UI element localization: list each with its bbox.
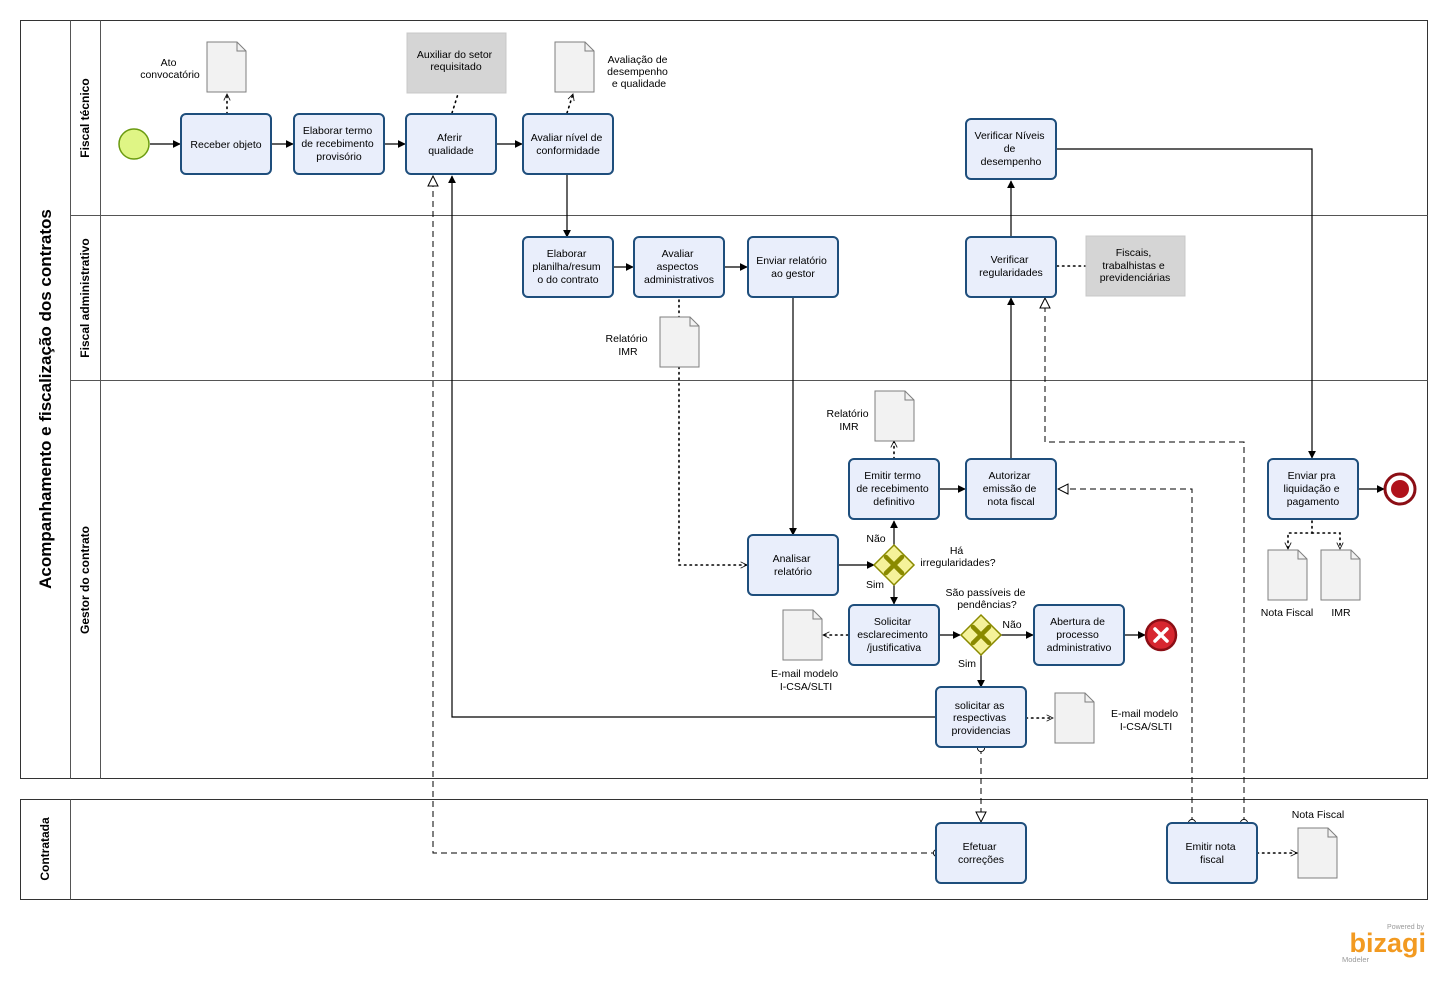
main-pool-title: Acompanhamento e fiscalização dos contra…	[36, 209, 55, 589]
svg-text:Verificar regularidades: Verificar regularidades	[979, 254, 1043, 279]
task-receber-objeto[interactable]: Receber objeto	[180, 113, 272, 175]
svg-text:Nota Fiscal: Nota Fiscal	[1292, 809, 1345, 821]
annotation-fiscais-trabalhistas: Fiscais, trabalhistas e previdenciárias	[1085, 235, 1186, 297]
flow-label-sim-2: Sim	[958, 658, 976, 670]
document-nota-fiscal-gestor[interactable]: Nota Fiscal	[1261, 549, 1314, 619]
gateway-pendencias[interactable]	[959, 613, 1003, 657]
task-avaliar-nivel-conformidade[interactable]: Avaliar nível de conformidade	[522, 113, 614, 175]
svg-text:bizagi: bizagi	[1349, 928, 1426, 958]
svg-text:Avaliar nível de conform: Avaliar nível de conformidade	[531, 132, 606, 157]
svg-text:solicitar as respectivas: solicitar as respectivas providencias	[952, 700, 1011, 737]
task-verificar-regularidades[interactable]: Verificar regularidades	[965, 236, 1057, 298]
svg-text:Efetuar correções: Efetuar correções	[958, 841, 1004, 866]
svg-text:Avaliar aspectos a: Avaliar aspectos administrativos	[644, 248, 714, 286]
svg-text:Analisar relatório: Analisar relatório	[773, 553, 814, 578]
svg-text:Elaborar termo de recebi: Elaborar termo de recebimento provisório	[301, 125, 376, 163]
task-elaborar-planilha[interactable]: Elaborar planilha/resum o do contrato	[522, 236, 614, 298]
document-imr-gestor[interactable]: IMR	[1320, 549, 1361, 619]
svg-text:Solicitar esclarecimento: Solicitar esclarecimento /justificativa	[857, 616, 931, 654]
associations	[227, 94, 1340, 853]
lane-title-fiscal-tecnico: Fiscal técnico	[78, 78, 92, 157]
svg-text:Nota Fiscal: Nota Fiscal	[1261, 607, 1314, 619]
task-emitir-termo-definitivo[interactable]: Emitir termo de recebimento definitivo	[848, 458, 940, 520]
task-efetuar-correcoes[interactable]: Efetuar correções	[935, 822, 1027, 884]
flow-label-nao-2: Não	[1002, 619, 1021, 631]
svg-text:Emitir nota fiscal: Emitir nota fiscal	[1185, 841, 1238, 866]
task-elaborar-termo-provisorio[interactable]: Elaborar termo de recebimento provisório	[293, 113, 385, 175]
svg-text:Elaborar planilha/resum: Elaborar planilha/resum o do contrato	[532, 248, 603, 286]
flow-label-sim-1: Sim	[866, 579, 884, 591]
svg-text:Emitir termo de recebime: Emitir termo de recebimento definitivo	[856, 470, 931, 508]
svg-text:E-mail modelo I-CSA/SLTI: E-mail modelo I-CSA/SLTI	[771, 668, 841, 693]
task-aferir-qualidade[interactable]: Aferir qualidade	[405, 113, 497, 175]
document-relatorio-imr-gestor[interactable]: Relatório IMR	[827, 390, 915, 442]
svg-text:Abertura de processo: Abertura de processo administrativo	[1047, 616, 1112, 654]
svg-text:Enviar pra liquidação e: Enviar pra liquidação e pagamento	[1284, 470, 1343, 508]
start-event[interactable]	[118, 128, 150, 160]
document-email-providencias[interactable]: E-mail modelo I-CSA/SLTI	[1054, 692, 1181, 744]
annotation-auxiliar-setor: Auxiliar do setor requisitado	[406, 32, 507, 94]
svg-text:Enviar relatório ao gest: Enviar relatório ao gestor	[756, 255, 830, 280]
document-avaliacao-desempenho[interactable]: Avaliação de desempenho e qualidade	[554, 41, 671, 93]
document-nota-fiscal-contratada[interactable]: Nota Fiscal	[1292, 809, 1345, 879]
svg-text:IMR: IMR	[1331, 607, 1351, 619]
svg-text:E-mail modelo I-CSA/SLTI: E-mail modelo I-CSA/SLTI	[1111, 708, 1181, 733]
task-avaliar-aspectos[interactable]: Avaliar aspectos administrativos	[633, 236, 725, 298]
lane-title-gestor: Gestor do contrato	[78, 526, 92, 634]
task-analisar-relatorio[interactable]: Analisar relatório	[747, 534, 839, 596]
lane-title-fiscal-administrativo: Fiscal administrativo	[78, 238, 92, 357]
document-relatorio-imr-admin[interactable]: Relatório IMR	[606, 316, 700, 368]
svg-text:Fiscais, trabalhistas e: Fiscais, trabalhistas e previdenciárias	[1100, 247, 1171, 284]
svg-text:Autorizar emissão de: Autorizar emissão de nota fiscal	[983, 470, 1040, 508]
svg-text:Ato convocatório: Ato convocatório	[140, 57, 200, 81]
task-abertura-processo[interactable]: Abertura de processo administrativo	[1033, 604, 1125, 666]
svg-text:Relatório IMR: Relatório IMR	[827, 408, 872, 433]
task-emitir-nota-fiscal[interactable]: Emitir nota fiscal	[1166, 822, 1258, 884]
flow-label-nao-1: Não	[866, 533, 885, 545]
svg-text:Verificar Níveis de: Verificar Níveis de desempenho	[975, 130, 1048, 168]
task-autorizar-emissao[interactable]: Autorizar emissão de nota fiscal	[965, 458, 1057, 520]
svg-text:Avaliação de desempenho: Avaliação de desempenho e qualidade	[607, 54, 671, 90]
gateway-label-pendencias: São passíveis de pendências?	[946, 587, 1029, 611]
bizagi-logo: Powered by bizagi Modeler	[1342, 924, 1426, 964]
svg-text:Powered by: Powered by	[1387, 924, 1424, 931]
task-verificar-niveis-desempenho[interactable]: Verificar Níveis de desempenho	[965, 118, 1057, 180]
svg-text:Relatório IMR: Relatório IMR	[606, 333, 651, 358]
pool-title-contratada: Contratada	[38, 817, 52, 881]
task-enviar-relatorio[interactable]: Enviar relatório ao gestor	[747, 236, 839, 298]
document-email-esclarecimento[interactable]: E-mail modelo I-CSA/SLTI	[771, 609, 841, 693]
svg-text:Receber objeto: Receber objeto	[190, 139, 261, 151]
gateway-label-irregularidades: Há irregularidades?	[920, 545, 995, 569]
svg-text:Aferir qualidade: Aferir qualidade	[428, 132, 474, 157]
task-solicitar-providencias[interactable]: solicitar as respectivas providencias	[935, 686, 1027, 748]
terminate-error-event[interactable]	[1144, 618, 1178, 652]
task-enviar-liquidacao[interactable]: Enviar pra liquidação e pagamento	[1267, 458, 1359, 520]
document-ato-convocatorio[interactable]: Ato convocatório	[140, 41, 247, 93]
svg-text:Auxiliar do setor requis: Auxiliar do setor requisitado	[417, 49, 495, 73]
task-solicitar-esclarecimento[interactable]: Solicitar esclarecimento /justificativa	[848, 604, 940, 666]
svg-text:Modeler: Modeler	[1342, 955, 1370, 964]
gateway-irregularidades[interactable]	[872, 543, 916, 587]
message-flows	[433, 176, 1244, 853]
end-event[interactable]	[1383, 472, 1417, 506]
